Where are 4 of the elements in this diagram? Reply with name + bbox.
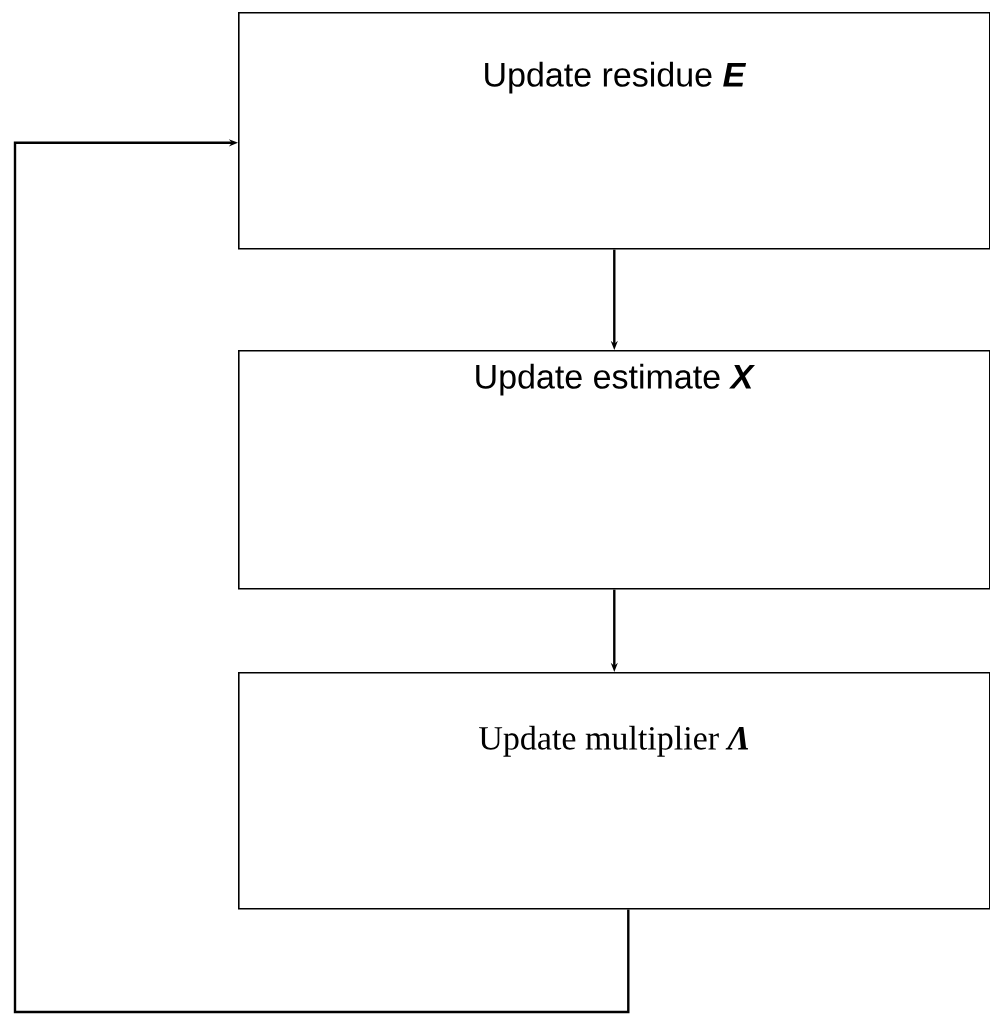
process-box: Update residue E: [238, 12, 990, 250]
arrow: [13, 139, 630, 1014]
process-box: Update multiplier Λ: [238, 672, 990, 910]
process-box: Update estimate X: [238, 350, 990, 590]
